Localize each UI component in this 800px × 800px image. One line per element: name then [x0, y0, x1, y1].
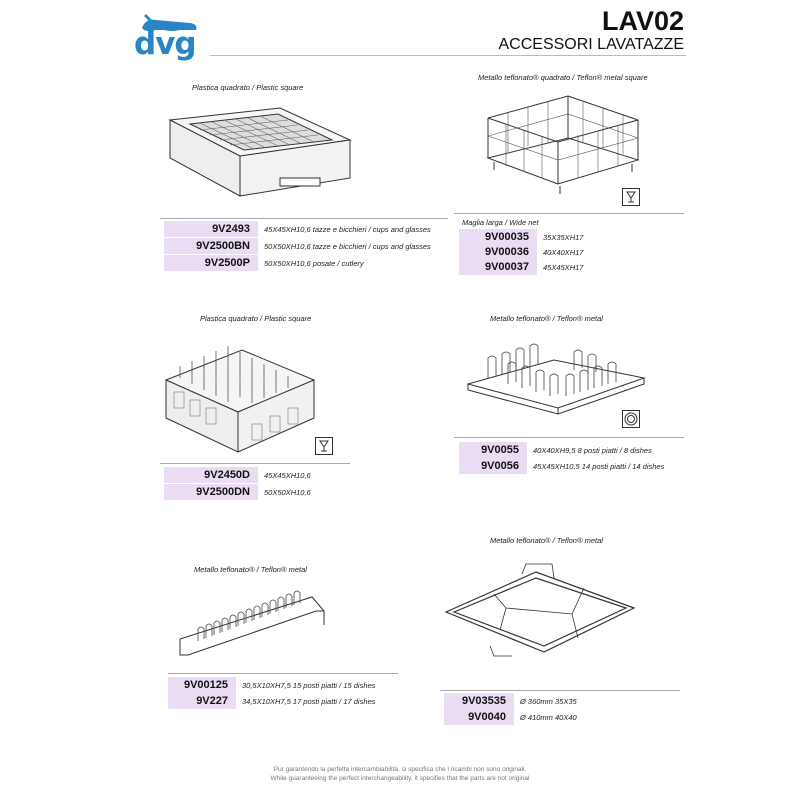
- product-description: 40X40XH17: [543, 247, 584, 257]
- product-description: 50X50XH10,6: [264, 487, 311, 497]
- header-divider: [210, 55, 686, 56]
- section-5-caption: Metallo teflonato® / Teflon® metal: [194, 565, 307, 574]
- product-row: 9V0056 45X45XH10,5 14 posti piatti / 14 …: [459, 458, 664, 474]
- section-1-caption: Plastica quadrato / Plastic square: [192, 83, 304, 92]
- wire-compartment-rack-icon: [486, 95, 640, 194]
- product-row: 9V00037 45X45XH17: [459, 259, 583, 275]
- product-row: 9V2500P 50X50XH10,6 posate / cutlery: [164, 255, 364, 271]
- product-code: 9V2450D: [164, 467, 258, 483]
- section-5-divider: [168, 673, 398, 674]
- product-description: 50X50XH10,6 posate / cutlery: [264, 258, 364, 268]
- product-row: 9V227 34,5X10XH7,5 17 posti piatti / 17 …: [168, 693, 375, 709]
- product-row: 9V0055 40X40XH9,5 8 posti piatti / 8 dis…: [459, 442, 652, 458]
- section-3-divider: [160, 463, 350, 464]
- product-description: 50X50XH10,6 tazze e bicchieri / cups and…: [264, 241, 431, 251]
- product-row: 9V03535 Ø 360mm 35X35: [444, 693, 577, 709]
- product-description: 34,5X10XH7,5 17 posti piatti / 17 dishes: [242, 696, 376, 706]
- product-row: 9V00035 35X35XH17: [459, 229, 583, 245]
- disclaimer-italian: Pur garantendo la perfetta intercambiabi…: [273, 766, 527, 773]
- section-2-caption: Metallo teflonato® quadrato / Teflon® me…: [478, 73, 648, 82]
- section-6-caption: Metallo teflonato® / Teflon® metal: [490, 536, 603, 545]
- section-4-divider: [454, 437, 684, 438]
- product-row: 9V2450D 45X45XH10,6: [164, 467, 311, 483]
- product-description: Ø 410mm 40X40: [520, 712, 577, 722]
- section-3-caption: Plastica quadrato / Plastic square: [200, 314, 312, 323]
- product-row: 9V2500DN 50X50XH10,6: [164, 484, 311, 500]
- product-description: 30,5X10XH7,5 15 posti piatti / 15 dishes: [242, 680, 376, 690]
- dvg-logo-mark-icon: [142, 14, 197, 31]
- product-code: 9V2493: [164, 221, 258, 237]
- product-description: Ø 360mm 35X35: [520, 696, 577, 706]
- plate-symbol-icon: [622, 410, 640, 428]
- section-6-divider: [440, 690, 680, 691]
- catalog-code: LAV02: [601, 6, 684, 36]
- product-description: 45X45XH10,6: [264, 470, 311, 480]
- product-code: 9V2500P: [164, 255, 258, 271]
- wire-frame-rack-icon: [444, 563, 636, 657]
- glass-symbol-icon: [622, 188, 640, 206]
- product-code: 9V00036: [459, 244, 537, 260]
- product-row: 9V0040 Ø 410mm 40X40: [444, 709, 577, 725]
- product-code: 9V227: [168, 693, 236, 709]
- section-2-subcaption: Maglia larga / Wide net: [462, 218, 539, 227]
- product-code: 9V00037: [459, 259, 537, 275]
- product-row: 9V2500BN 50X50XH10,6 tazze e bicchieri /…: [164, 238, 431, 254]
- product-description: 45X45XH10,6 tazze e bicchieri / cups and…: [264, 224, 431, 234]
- section-1-divider: [160, 218, 448, 219]
- product-code: 9V0056: [459, 458, 527, 474]
- product-row: 9V2493 45X45XH10,6 tazze e bicchieri / c…: [164, 221, 431, 237]
- product-code: 9V00125: [168, 677, 236, 693]
- product-code: 9V0055: [459, 442, 527, 458]
- product-code: 9V03535: [444, 693, 514, 709]
- section-4-caption: Metallo teflonato® / Teflon® metal: [490, 314, 603, 323]
- disclaimer-english: While guaranteeing the perfect interchan…: [270, 775, 530, 782]
- product-description: 45X45XH17: [543, 262, 584, 272]
- product-code: 9V2500BN: [164, 238, 258, 254]
- wire-plate-rack-icon: [466, 343, 646, 415]
- product-code: 9V2500DN: [164, 484, 258, 500]
- section-2-divider: [454, 213, 684, 214]
- product-code: 9V0040: [444, 709, 514, 725]
- product-description: 40X40XH9,5 8 posti piatti / 8 dishes: [533, 445, 652, 455]
- wire-dish-rack-icon: [179, 590, 325, 656]
- product-code: 9V00035: [459, 229, 537, 245]
- brand-logo: dvg: [134, 26, 197, 62]
- glass-symbol-icon: [315, 437, 333, 455]
- page-title: ACCESSORI LAVATAZZE: [498, 36, 684, 53]
- plastic-peg-rack-icon: [164, 346, 316, 453]
- product-description: 35X35XH17: [543, 232, 584, 242]
- product-description: 45X45XH10,5 14 posti piatti / 14 dishes: [533, 461, 665, 471]
- product-row: 9V00125 30,5X10XH7,5 15 posti piatti / 1…: [168, 677, 375, 693]
- plastic-square-rack-icon: [168, 107, 352, 197]
- product-row: 9V00036 40X40XH17: [459, 244, 583, 260]
